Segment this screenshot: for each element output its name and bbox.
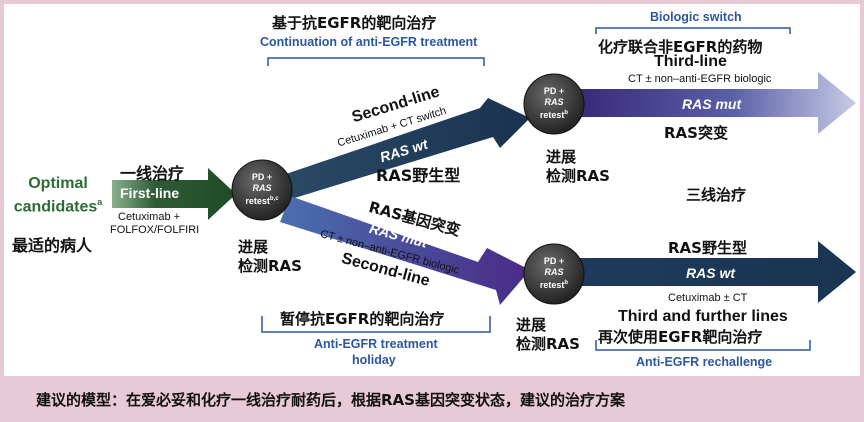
upper-second-cn-head: 基于抗EGFR的靶向治疗 — [272, 14, 437, 32]
node-3-circle — [523, 243, 585, 305]
node-2-circle — [523, 73, 585, 135]
upper-third-en-head: Biologic switch — [650, 10, 742, 24]
upper-third-sub: CT ± non–anti-EGFR biologic — [628, 73, 772, 85]
upper-second-cn-ras: RAS野生型 — [376, 166, 461, 185]
node-1-text: PD + RAS retestb,c — [245, 172, 279, 206]
node-3-cn-2: 检测RAS — [516, 335, 580, 353]
node-2-cn-2: 检测RAS — [546, 167, 610, 185]
node-2-cn-1: 进展 — [546, 148, 577, 166]
start-title: Optimal candidatesa — [13, 175, 103, 216]
lower-third-label: Third and further lines — [618, 308, 788, 325]
node-1-cn-2: 检测RAS — [238, 257, 302, 275]
lower-second-en-head-1: Anti-EGFR treatment — [314, 337, 438, 351]
lower-third-bracket — [595, 340, 811, 351]
upper-third-label: Third-line — [654, 53, 727, 70]
upper-third-cn-head: 化疗联合非EGFR的药物 — [598, 38, 763, 56]
upper-third-ras: RAS mut — [682, 96, 742, 112]
upper-third-cn-ras: RAS突变 — [664, 124, 728, 142]
node-3-text: PD + RAS retestb — [539, 256, 569, 290]
upper-second-bracket — [267, 57, 485, 66]
upper-second-en-head: Continuation of anti-EGFR treatment — [260, 35, 478, 49]
node-3-cn-1: 进展 — [516, 316, 547, 334]
lower-second-bracket — [261, 316, 491, 333]
third-line-mut-arrow — [580, 72, 856, 134]
lower-third-ras: RAS wt — [686, 265, 735, 281]
first-line-label: First-line — [120, 185, 180, 201]
lower-second-cn-head: 暂停抗EGFR的靶向治疗 — [280, 310, 445, 328]
third-line-wt-arrow — [580, 241, 856, 303]
third-line-cn: 三线治疗 — [686, 186, 747, 204]
first-line-regimen-1: Cetuximab + — [118, 211, 181, 223]
lower-third-sub: Cetuximab ± CT — [668, 292, 748, 304]
lower-third-cn-head: 再次使用EGFR靶向治疗 — [598, 328, 763, 346]
lower-second-en-head-2: holiday — [352, 353, 396, 367]
node-1-circle — [231, 159, 293, 221]
first-line-regimen-2: FOLFOX/FOLFIRI — [110, 224, 200, 236]
first-line-arrow — [112, 168, 236, 220]
lower-third-cn-ras: RAS野生型 — [668, 239, 747, 257]
lower-third-en-head: Anti-EGFR rechallenge — [636, 355, 773, 369]
second-line-wt-arrow — [280, 98, 530, 200]
caption-text: 建议的模型：在爱必妥和化疗一线治疗耐药后，根据RAS基因突变状态，建议的治疗方案 — [36, 391, 625, 409]
second-line-mut-arrow — [280, 196, 530, 305]
node-2-text: PD + RAS retestb — [539, 86, 569, 120]
node-1-cn-1: 进展 — [238, 238, 269, 256]
caption-bar: 建议的模型：在爱必妥和化疗一线治疗耐药后，根据RAS基因突变状态，建议的治疗方案 — [0, 380, 864, 422]
upper-third-bracket — [595, 27, 791, 34]
start-cn: 最适的病人 — [12, 236, 93, 255]
first-line-cn: 一线治疗 — [120, 164, 185, 183]
